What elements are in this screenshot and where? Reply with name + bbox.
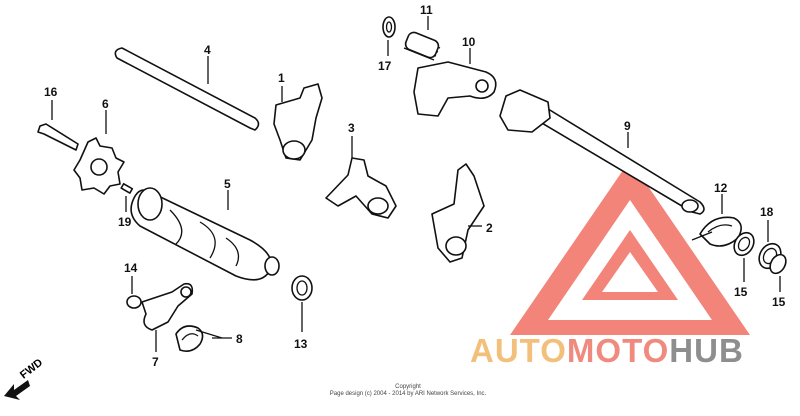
part-label-11: 11 bbox=[420, 3, 433, 17]
return-spring-part bbox=[691, 194, 742, 247]
washer-15a-part bbox=[733, 231, 755, 282]
part-label-5: 5 bbox=[224, 177, 231, 191]
washer-17-part bbox=[382, 16, 396, 56]
part-label-6: 6 bbox=[102, 97, 109, 111]
part-label-8: 8 bbox=[236, 332, 243, 346]
drum-arm-part bbox=[141, 282, 194, 352]
arm-spring-part bbox=[175, 325, 232, 352]
part-label-7: 7 bbox=[152, 355, 159, 369]
part-label-13: 13 bbox=[294, 337, 308, 351]
washer-15b-part bbox=[769, 253, 787, 292]
watermark-wordmark: AUTOMOTOHUB bbox=[470, 332, 744, 370]
watermark-hub: HUB bbox=[669, 332, 744, 369]
shift-drum-part bbox=[130, 187, 280, 281]
clip-13-part bbox=[291, 275, 313, 332]
part-label-9: 9 bbox=[624, 119, 631, 133]
shift-rod-part bbox=[114, 47, 260, 131]
shift-fork-2-part bbox=[431, 163, 485, 263]
bolt-16-part bbox=[37, 100, 79, 151]
part-label-17: 17 bbox=[378, 59, 392, 73]
drum-star-part bbox=[73, 110, 125, 195]
copyright-text: Page design (c) 2004 - 2014 by ARI Netwo… bbox=[329, 391, 487, 397]
part-label-12: 12 bbox=[714, 181, 728, 195]
forward-arrow-icon bbox=[4, 380, 30, 400]
shift-spindle-part bbox=[499, 89, 705, 215]
spring-11-part bbox=[403, 16, 441, 61]
watermark-moto: MOTO bbox=[566, 332, 670, 369]
part-label-15a: 15 bbox=[734, 285, 748, 299]
shift-fork-1-part bbox=[273, 83, 323, 161]
copyright-notice: Copyright Page design (c) 2004 - 2014 by… bbox=[318, 384, 498, 398]
part-label-3: 3 bbox=[348, 121, 355, 135]
part-label-10: 10 bbox=[462, 35, 476, 49]
part-label-2: 2 bbox=[486, 221, 493, 235]
watermark-logo bbox=[510, 160, 750, 335]
stopper-plate-part bbox=[413, 48, 497, 117]
bolt-14-part bbox=[126, 276, 142, 309]
watermark-auto: AUTO bbox=[470, 332, 567, 369]
part-label-1: 1 bbox=[278, 71, 285, 85]
part-label-19: 19 bbox=[118, 215, 132, 229]
part-label-14: 14 bbox=[124, 261, 138, 275]
pin-19-part bbox=[120, 182, 134, 212]
shift-fork-3-part bbox=[325, 136, 397, 219]
part-label-16: 16 bbox=[44, 85, 58, 99]
part-label-18: 18 bbox=[760, 205, 774, 219]
part-label-4: 4 bbox=[204, 43, 211, 57]
copyright-title: Copyright bbox=[395, 384, 421, 390]
part-label-15b: 15 bbox=[772, 295, 786, 309]
